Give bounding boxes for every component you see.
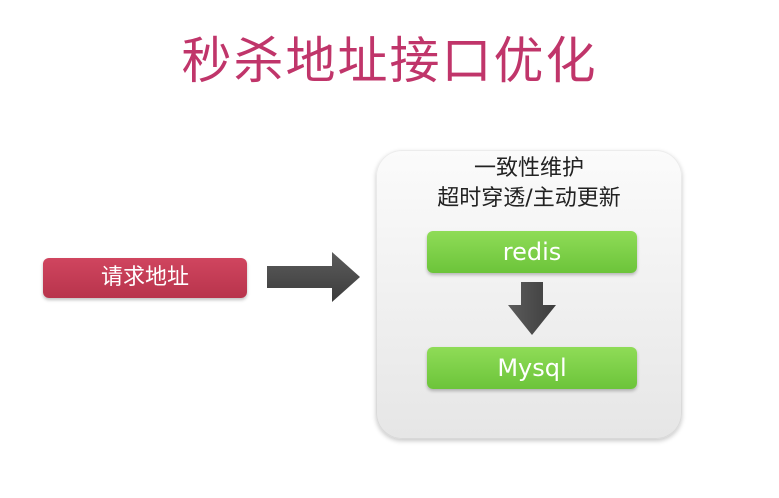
mysql-label: Mysql [497, 354, 567, 382]
request-address-label: 请求地址 [100, 265, 189, 290]
consistency-text: 一致性维护 [473, 156, 584, 181]
cache-panel: 一致性维护 超时穿透/主动更新 redis Mysql [376, 150, 682, 439]
page-title: 秒杀地址接口优化 [181, 32, 598, 90]
redis-label: redis [502, 238, 562, 266]
down-arrow-icon [508, 282, 556, 335]
redis-box: redis [427, 231, 637, 273]
mysql-box: Mysql [427, 347, 637, 389]
update-strategy-text: 超时穿透/主动更新 [437, 186, 621, 211]
right-arrow-icon [267, 252, 360, 302]
request-address-box: 请求地址 [43, 258, 247, 298]
